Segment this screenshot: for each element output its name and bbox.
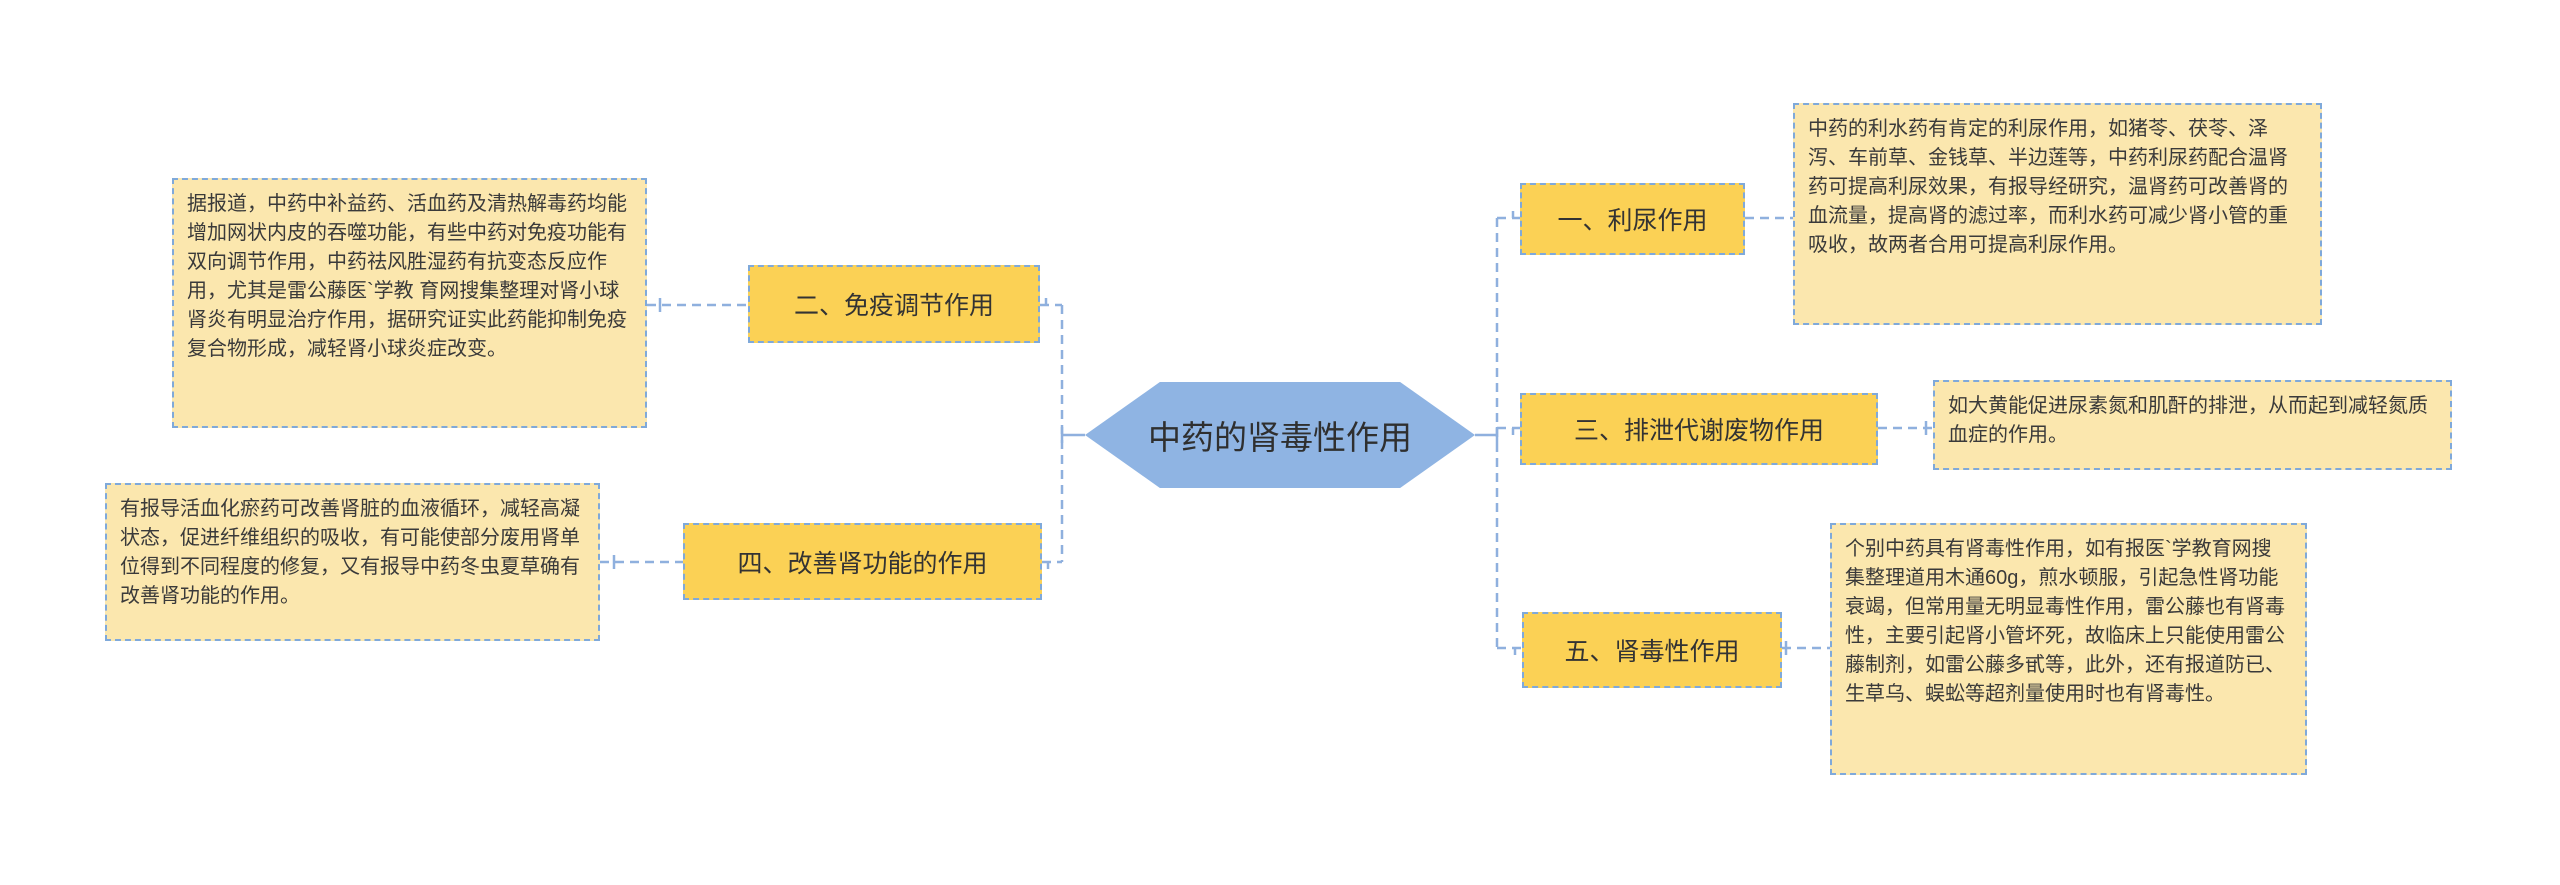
branch-detail-five[interactable]: 个别中药具有肾毒性作用，如有报医`学教育网搜 集整理道用木通60g，煎水顿服，引… <box>1830 523 2307 775</box>
branch-label-two[interactable]: 二、免疫调节作用 <box>748 265 1040 343</box>
branch-detail-two[interactable]: 据报道，中药中补益药、活血药及清热解毒药均能增加网状内皮的吞噬功能，有些中药对免… <box>172 178 647 428</box>
branch-label-one[interactable]: 一、利尿作用 <box>1520 183 1745 255</box>
branch-detail-one[interactable]: 中药的利水药有肯定的利尿作用，如猪苓、茯苓、泽泻、车前草、金钱草、半边莲等，中药… <box>1793 103 2322 325</box>
branch-label-three[interactable]: 三、排泄代谢废物作用 <box>1520 393 1878 465</box>
branch-detail-three[interactable]: 如大黄能促进尿素氮和肌酐的排泄，从而起到减轻氮质血症的作用。 <box>1933 380 2452 470</box>
branch-label-five[interactable]: 五、肾毒性作用 <box>1522 612 1782 688</box>
central-topic-node[interactable]: 中药的肾毒性作用 <box>1085 382 1475 488</box>
branch-detail-four[interactable]: 有报导活血化瘀药可改善肾脏的血液循环，减轻高凝状态，促进纤维组织的吸收，有可能使… <box>105 483 600 641</box>
branch-label-four[interactable]: 四、改善肾功能的作用 <box>683 523 1042 600</box>
